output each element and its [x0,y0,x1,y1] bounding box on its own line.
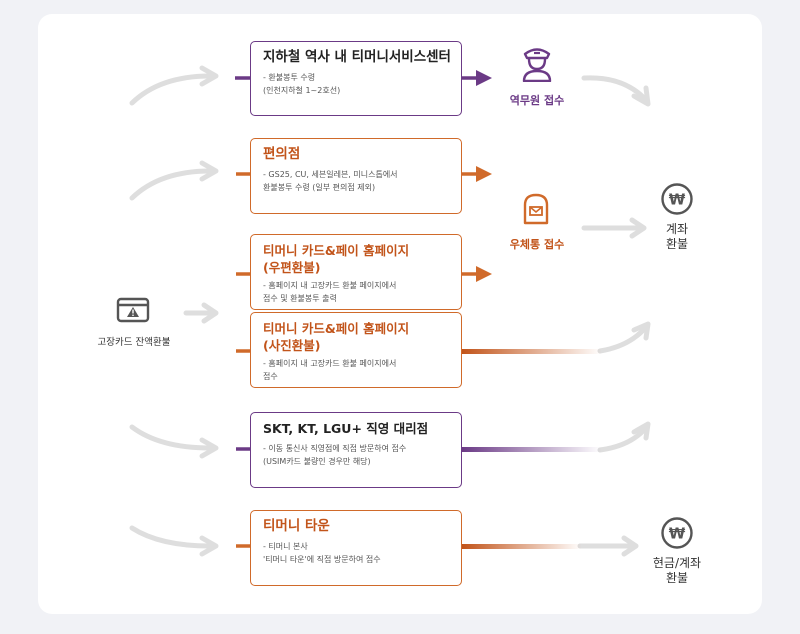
post-label: 우체통 접수 [509,238,565,251]
station-label: 역무원 접수 [509,94,565,107]
channel-title: 티머니 카드&페이 홈페이지 (사진환불) [263,321,410,353]
source-label: 고장카드 잔액환불 [97,337,171,348]
svg-text:₩: ₩ [669,525,686,543]
channel-convenience-store: 편의점 - GS25, CU, 세븐일레븐, 미니스톱에서 환불봉투 수령 (일… [250,138,462,214]
channel-homepage-photo: 티머니 카드&페이 홈페이지 (사진환불) - 홈페이지 내 고장카드 환불 페… [250,312,462,388]
gray-arrow-skt-out [597,425,649,453]
channel-desc: - GS25, CU, 세븐일레븐, 미니스톱에서 환불봉투 수령 (일부 편의… [263,170,398,192]
won-coin-icon: ₩ [660,516,694,554]
channel-desc: - 티머니 본사 '티머니 타운'에 직접 방문하여 접수 [263,542,381,564]
account-refund-label: 계좌 환불 [665,222,689,251]
gray-arrow-2 [129,168,213,201]
channel-tmoney-town: 티머니 타운 - 티머니 본사 '티머니 타운'에 직접 방문하여 접수 [250,510,462,586]
gray-arrow-6 [129,525,213,549]
gray-arrow-1 [129,73,213,106]
channel-desc: - 홈페이지 내 고장카드 환불 페이지에서 접수 및 환불봉투 출력 [263,281,397,303]
purple-gradient-skt [462,447,602,452]
svg-text:₩: ₩ [669,191,686,209]
orange-gradient-town [462,544,582,549]
channel-title: 티머니 타운 [263,518,330,534]
gray-arrow-photo-out [597,324,649,354]
channel-homepage-postal: 티머니 카드&페이 홈페이지 (우편환불) - 홈페이지 내 고장카드 환불 페… [250,234,462,310]
gray-arrow-5 [129,424,213,451]
station-staff-icon [520,46,554,86]
channel-title: SKT, KT, LGU+ 직영 대리점 [263,421,429,436]
channel-desc: - 이동 통신사 직영점에 직접 방문하여 접수 (USIM카드 불량인 경우만… [263,444,407,466]
channel-service-center: 지하철 역사 내 티머니서비스센터 - 환불봉투 수령 (인천지하철 1~2호선… [250,41,462,116]
cash-account-refund-label: 현금/계좌 환불 [652,556,702,585]
orange-gradient-photo [462,349,602,354]
gray-arrow-station-out [581,75,649,103]
channel-desc: - 홈페이지 내 고장카드 환불 페이지에서 접수 [263,359,397,381]
channel-title: 편의점 [263,146,301,162]
channel-telecom-store: SKT, KT, LGU+ 직영 대리점 - 이동 통신사 직영점에 직접 방문… [250,412,462,488]
broken-card-icon [116,296,150,328]
mailbox-icon [521,193,551,229]
channel-desc: - 환불봉투 수령 (인천지하철 1~2호선) [263,73,341,95]
channel-title: 티머니 카드&페이 홈페이지 (우편환불) [263,243,410,275]
won-coin-icon: ₩ [660,182,694,220]
channel-title: 지하철 역사 내 티머니서비스센터 [263,49,451,65]
